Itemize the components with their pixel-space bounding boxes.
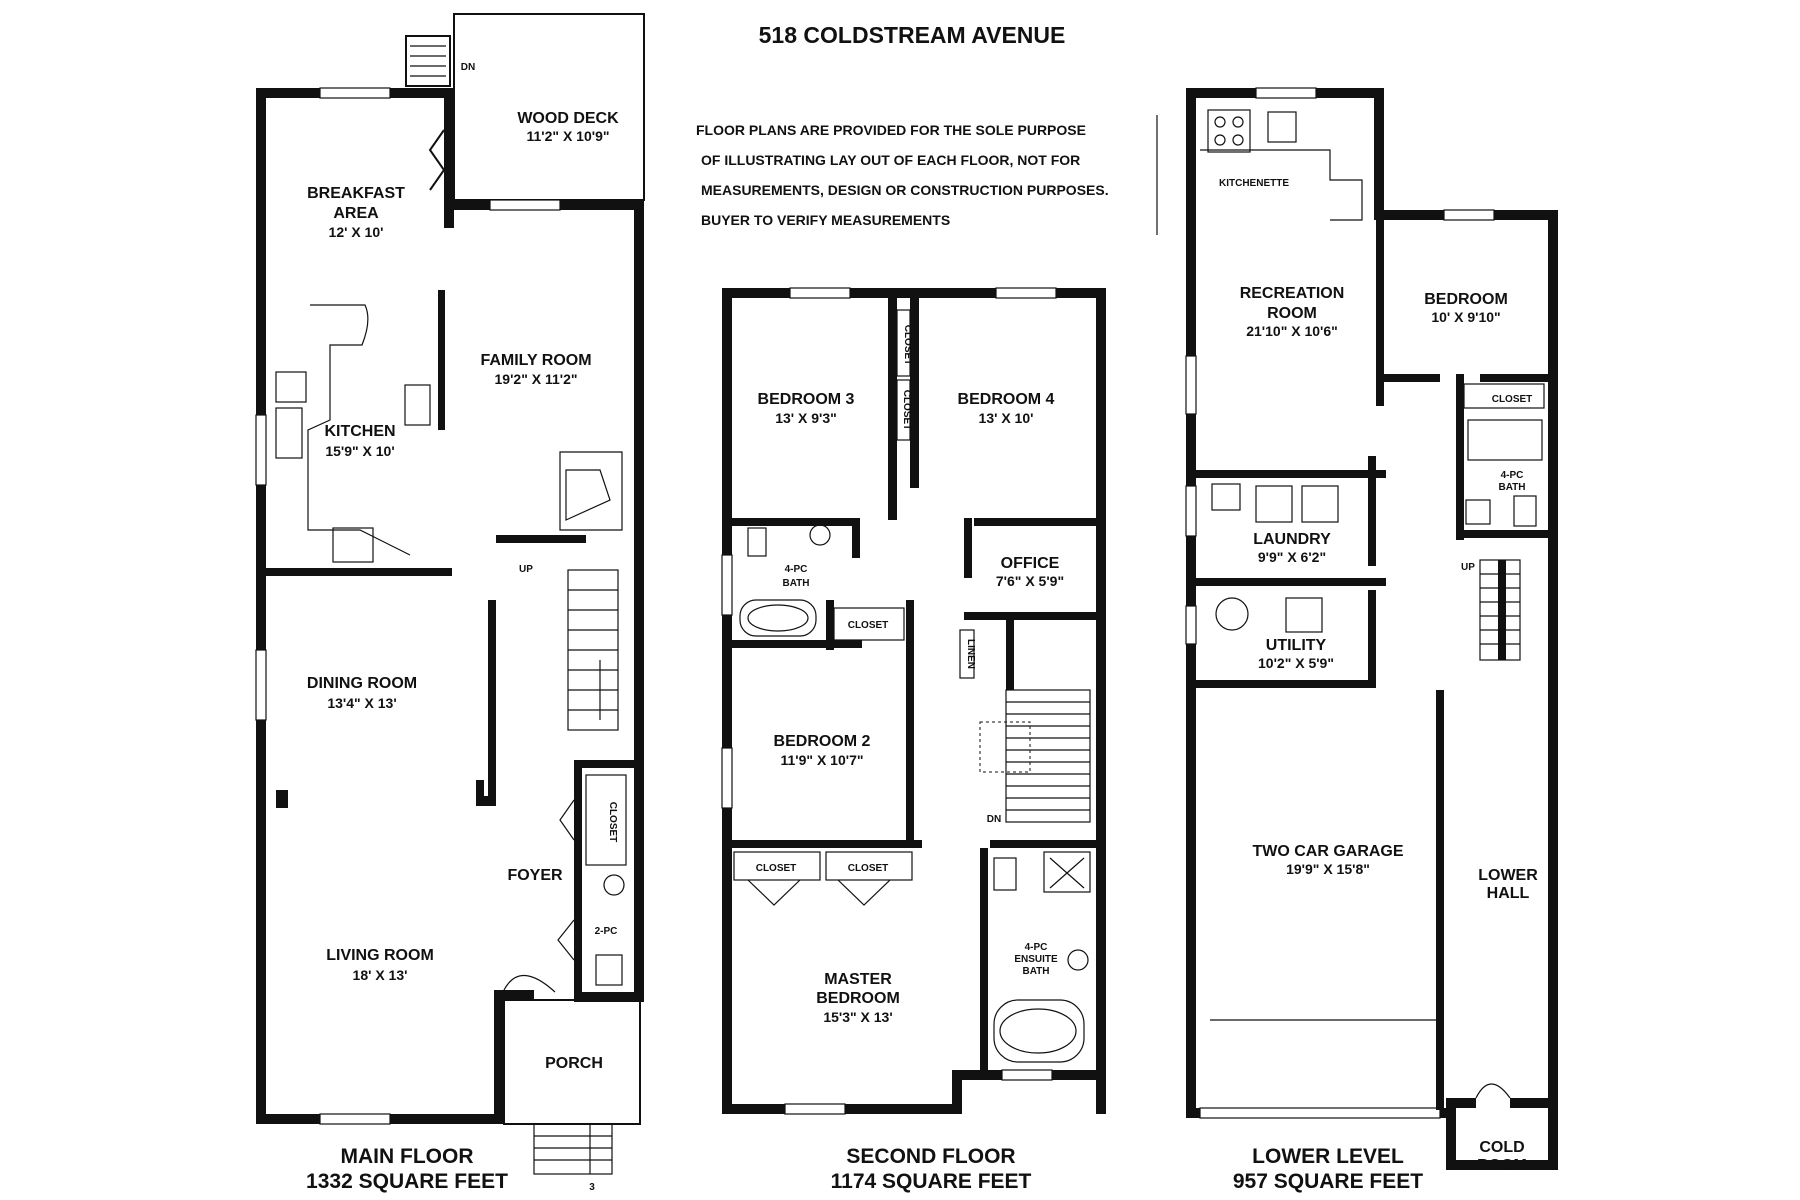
breakfast-dim: 12' X 10' <box>329 224 384 240</box>
kitchen-dim: 15'9" X 10' <box>325 443 394 459</box>
linen-label: LINEN <box>965 639 976 669</box>
main-closet-label: CLOSET <box>607 802 618 843</box>
lower-level-plan: UP KITCHENETTE RECREATION ROOM 21'10" X … <box>1185 87 1558 1193</box>
main-west-wall <box>256 88 266 1124</box>
second-bath-label-1: 4-PC <box>785 564 808 575</box>
closet-c-label: CLOSET <box>756 863 797 874</box>
bedroom-3-dim: 13' X 9'3" <box>775 410 837 426</box>
second-floor-plan: CLOSET CLOSET DN LINEN BEDROOM 3 13' X 9… <box>721 287 1106 1193</box>
second-stair <box>1005 689 1091 823</box>
family-room-name: FAMILY ROOM <box>480 352 591 369</box>
family-room-dim: 19'2" X 11'2" <box>495 371 578 387</box>
main-stair-up-label: UP <box>519 564 533 575</box>
garage-name: TWO CAR GARAGE <box>1252 843 1403 860</box>
lower-stair-up-label: UP <box>1461 562 1475 573</box>
disclaimer-line-4: BUYER TO VERIFY MEASUREMENTS <box>701 212 950 228</box>
cold-room-name-2: ROOM <box>1477 1157 1527 1174</box>
powder-room-label: 2-PC <box>595 926 618 937</box>
lower-hall-name-2: HALL <box>1487 885 1530 902</box>
lower-bedroom-dim: 10' X 9'10" <box>1431 309 1500 325</box>
utility-dim: 10'2" X 5'9" <box>1258 655 1334 671</box>
breakfast-name-2: AREA <box>333 205 379 222</box>
disclaimer-line-3: MEASUREMENTS, DESIGN OR CONSTRUCTION PUR… <box>701 182 1109 198</box>
second-stair-down-label: DN <box>987 814 1001 825</box>
closet-a-label: CLOSET <box>902 325 913 366</box>
bedroom-4-dim: 13' X 10' <box>979 410 1034 426</box>
kitchenette-label: KITCHENETTE <box>1219 178 1289 189</box>
bedroom-4-name: BEDROOM 4 <box>958 391 1055 408</box>
lower-bath-label-2: BATH <box>1498 482 1525 493</box>
cold-room-name-1: COLD <box>1479 1139 1524 1156</box>
main-floor-caption: MAIN FLOOR <box>341 1145 474 1168</box>
deck-stair-down-label: DN <box>461 62 475 73</box>
main-east-wall <box>634 200 644 1002</box>
second-floor-caption: SECOND FLOOR <box>846 1145 1015 1168</box>
lower-closet-label: CLOSET <box>1492 394 1533 405</box>
recreation-dim: 21'10" X 10'6" <box>1246 323 1338 339</box>
main-floor-plan: DN <box>255 13 645 1193</box>
ensuite-label-2: ENSUITE <box>1014 954 1058 965</box>
lower-bedroom-name: BEDROOM <box>1424 291 1508 308</box>
disclaimer-line-1: FLOOR PLANS ARE PROVIDED FOR THE SOLE PU… <box>696 122 1086 138</box>
dining-room-name: DINING ROOM <box>307 675 417 692</box>
utility-name: UTILITY <box>1266 637 1327 654</box>
closet-mid-label: CLOSET <box>848 620 889 631</box>
lower-stair <box>1479 559 1521 661</box>
second-floor-area: 1174 SQUARE FEET <box>831 1170 1032 1193</box>
office-name: OFFICE <box>1001 555 1060 572</box>
closet-d-label: CLOSET <box>848 863 889 874</box>
lower-level-caption: LOWER LEVEL <box>1252 1145 1404 1168</box>
foyer-name: FOYER <box>507 867 563 884</box>
lower-level-area: 957 SQUARE FEET <box>1233 1170 1423 1193</box>
second-bath-label-2: BATH <box>782 578 809 589</box>
living-room-name: LIVING ROOM <box>326 947 434 964</box>
breakfast-name-1: BREAKFAST <box>307 185 405 202</box>
sheet-title: 518 COLDSTREAM AVENUE <box>759 22 1066 48</box>
deck-stair <box>405 35 451 87</box>
dining-room-dim: 13'4" X 13' <box>327 695 396 711</box>
laundry-dim: 9'9" X 6'2" <box>1258 549 1326 565</box>
recreation-name-2: ROOM <box>1267 305 1317 322</box>
ensuite-label-1: 4-PC <box>1025 942 1048 953</box>
lower-hall-name-1: LOWER <box>1478 867 1538 884</box>
wood-deck-outline <box>453 13 645 201</box>
kitchen-name: KITCHEN <box>324 423 395 440</box>
master-name-1: MASTER <box>824 971 892 988</box>
porch-step-count: 3 <box>589 1182 595 1193</box>
recreation-name-1: RECREATION <box>1240 285 1345 302</box>
bedroom-2-name: BEDROOM 2 <box>774 733 871 750</box>
master-name-2: BEDROOM <box>816 990 900 1007</box>
porch-name: PORCH <box>545 1055 603 1072</box>
bedroom-3-name: BEDROOM 3 <box>758 391 855 408</box>
laundry-name: LAUNDRY <box>1253 531 1331 548</box>
garage-dim: 19'9" X 15'8" <box>1286 861 1370 877</box>
wood-deck-dim: 11'2" X 10'9" <box>527 128 610 144</box>
closet-b-label: CLOSET <box>901 390 912 431</box>
bedroom-2-dim: 11'9" X 10'7" <box>781 752 864 768</box>
wood-deck-name: WOOD DECK <box>517 110 619 127</box>
main-floor-area: 1332 SQUARE FEET <box>306 1170 508 1193</box>
office-dim: 7'6" X 5'9" <box>996 573 1064 589</box>
lower-bath-label-1: 4-PC <box>1501 470 1524 481</box>
living-room-dim: 18' X 13' <box>353 967 408 983</box>
master-dim: 15'3" X 13' <box>823 1009 892 1025</box>
disclaimer-line-2: OF ILLUSTRATING LAY OUT OF EACH FLOOR, N… <box>701 152 1080 168</box>
ensuite-label-3: BATH <box>1022 966 1049 977</box>
porch-steps <box>533 1123 613 1175</box>
